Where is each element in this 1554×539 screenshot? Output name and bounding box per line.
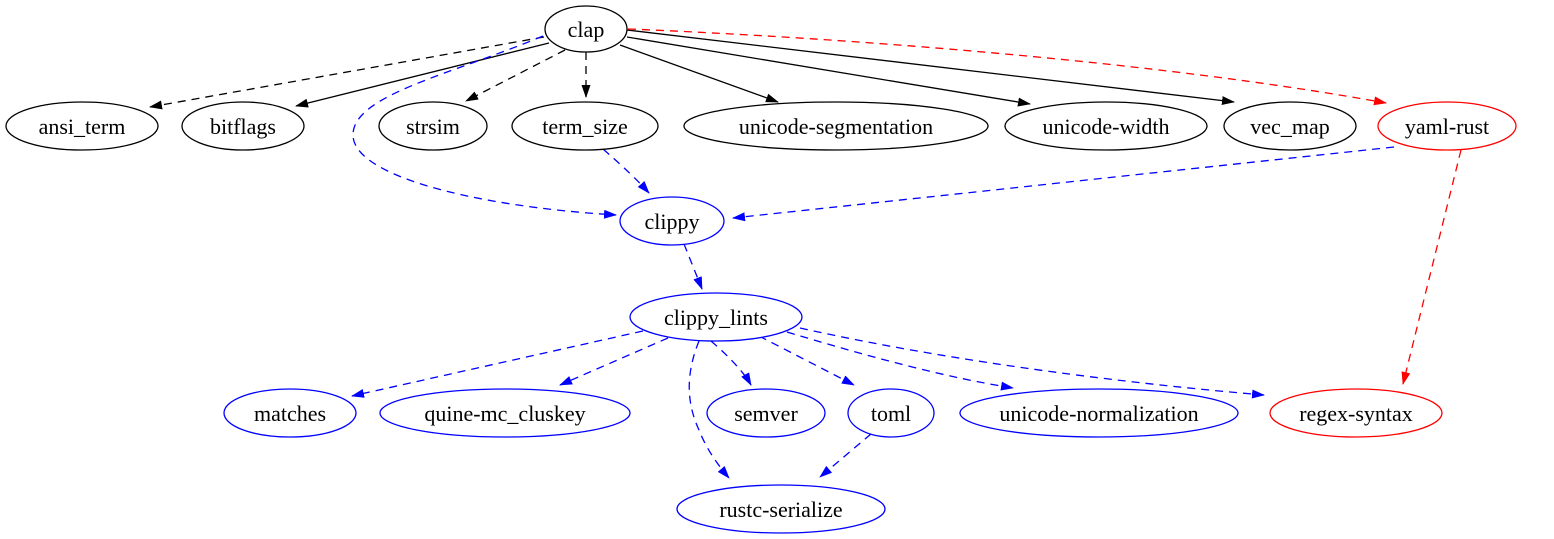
node-unicode_normalization-shape	[959, 388, 1239, 438]
node-rustc_serialize: rustc-serialize	[676, 484, 886, 534]
node-bitflags-label: bitflags	[210, 114, 276, 139]
nodes-layer: clap ansi_term bitflags strsim term_size…	[5, 5, 1517, 534]
node-clippy_lints: clippy_lints	[629, 292, 803, 342]
node-clippy_lints-shape	[629, 292, 803, 342]
node-unicode_segmentation-shape	[683, 101, 989, 151]
edge-clippy_lints-semver	[710, 340, 752, 386]
node-toml-label: toml	[871, 401, 911, 426]
edge-clap-bitflags	[295, 42, 550, 108]
node-semver-label: semver	[734, 401, 798, 426]
node-semver: semver	[706, 388, 826, 438]
edge-clippy_lints-quine_mc_cluskey	[559, 337, 669, 386]
edge-clippy_lints-regex_syntax	[799, 327, 1265, 399]
node-strsim-label: strsim	[406, 114, 460, 139]
node-rustc_serialize-shape	[676, 484, 886, 534]
node-yaml_rust-shape	[1377, 101, 1517, 151]
node-quine_mc_cluskey: quine-mc_cluskey	[379, 388, 631, 438]
edge-clippy-clippy_lints	[683, 243, 703, 290]
node-unicode_normalization: unicode-normalization	[959, 388, 1239, 438]
edge-clap-ansi_term	[149, 36, 545, 110]
node-unicode_segmentation: unicode-segmentation	[683, 101, 989, 151]
node-vec_map-shape	[1223, 101, 1357, 151]
edge-term_size-clippy	[602, 148, 650, 194]
node-unicode_width: unicode-width	[1004, 101, 1208, 151]
node-toml-shape	[847, 388, 935, 438]
node-strsim: strsim	[378, 101, 488, 151]
node-yaml_rust: yaml-rust	[1377, 101, 1517, 151]
node-strsim-shape	[378, 101, 488, 151]
edge-toml-rustc_serialize	[819, 433, 872, 478]
node-term_size: term_size	[511, 101, 659, 151]
node-unicode_segmentation-label: unicode-segmentation	[739, 114, 933, 139]
edge-clippy_lints-matches	[351, 330, 644, 398]
node-regex_syntax-label: regex-syntax	[1299, 401, 1413, 426]
node-clippy-label: clippy	[645, 209, 700, 234]
node-regex_syntax-shape	[1269, 388, 1443, 438]
node-unicode_width-label: unicode-width	[1042, 114, 1169, 139]
edge-clippy_lints-toml	[758, 335, 855, 386]
node-toml: toml	[847, 388, 935, 438]
node-matches-label: matches	[254, 401, 326, 426]
node-bitflags-shape	[181, 101, 305, 151]
node-term_size-label: term_size	[542, 114, 628, 139]
node-unicode_normalization-label: unicode-normalization	[999, 401, 1198, 426]
edge-yaml_rust-regex_syntax	[1401, 149, 1462, 385]
node-ansi_term: ansi_term	[5, 101, 159, 151]
node-clippy: clippy	[619, 196, 725, 246]
edge-clippy_lints-unicode_normalization	[786, 331, 1014, 391]
edge-clap-yaml_rust	[627, 28, 1387, 106]
node-vec_map: vec_map	[1223, 101, 1357, 151]
node-matches: matches	[223, 388, 357, 438]
edge-clap-vec_map	[626, 29, 1235, 106]
node-vec_map-label: vec_map	[1250, 114, 1329, 139]
node-regex_syntax: regex-syntax	[1269, 388, 1443, 438]
node-clap: clap	[544, 5, 628, 53]
edge-clap-strsim	[465, 49, 566, 102]
node-unicode_width-shape	[1004, 101, 1208, 151]
node-quine_mc_cluskey-label: quine-mc_cluskey	[424, 401, 585, 426]
node-clap-label: clap	[568, 17, 605, 42]
node-quine_mc_cluskey-shape	[379, 388, 631, 438]
node-ansi_term-shape	[5, 101, 159, 151]
node-term_size-shape	[511, 101, 659, 151]
node-bitflags: bitflags	[181, 101, 305, 151]
edge-yaml_rust-clippy	[732, 146, 1395, 222]
node-yaml_rust-label: yaml-rust	[1405, 114, 1489, 139]
node-matches-shape	[223, 388, 357, 438]
node-semver-shape	[706, 388, 826, 438]
edge-clippy_lints-rustc_serialize	[688, 340, 730, 479]
edge-clap-unicode_segmentation	[619, 44, 779, 103]
node-clap-shape	[544, 5, 628, 53]
node-clippy-shape	[619, 196, 725, 246]
edge-clap-unicode_width	[626, 36, 1031, 107]
edges-layer	[149, 28, 1462, 479]
node-ansi_term-label: ansi_term	[39, 114, 126, 139]
node-clippy_lints-label: clippy_lints	[664, 305, 768, 330]
node-rustc_serialize-label: rustc-serialize	[719, 497, 842, 522]
